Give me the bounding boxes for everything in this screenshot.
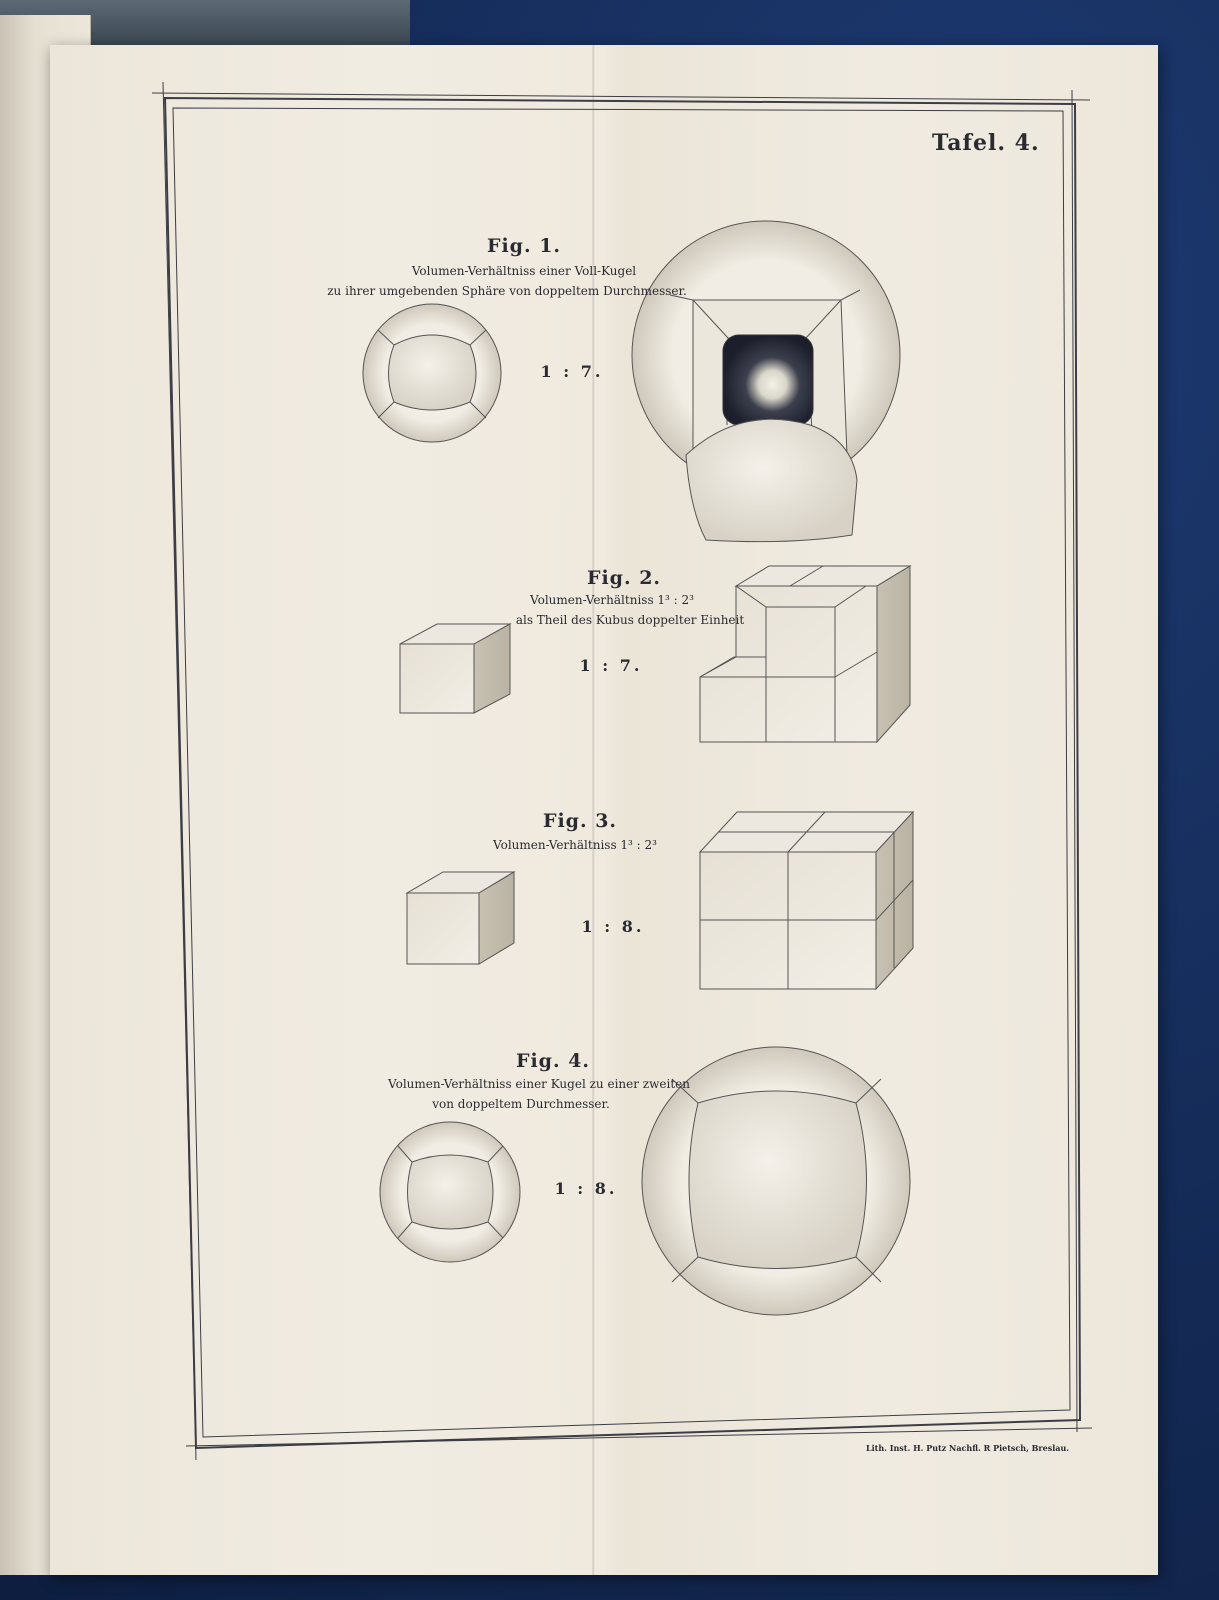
fold-out-plate: [50, 45, 1158, 1575]
fig4-small-sphere: [379, 1121, 521, 1263]
fig4-caption-line1: Volumen-Verhältniss einer Kugel zu einer…: [388, 1077, 690, 1091]
plate-frame: [151, 81, 1093, 1461]
plate-title: Tafel. 4.: [932, 130, 1040, 156]
plate-fold-crease: [592, 45, 595, 1575]
fig4-label: Fig. 4.: [515, 1050, 591, 1072]
fig1-caption-line1: Volumen-Verhältniss einer Voll-Kugel: [411, 264, 637, 278]
fig2-label: Fig. 2.: [586, 567, 662, 589]
fig1-small-sphere: [362, 303, 502, 443]
fig2-small-cube: [399, 623, 512, 714]
fig1-caption-line2: zu ihrer umgebenden Sphäre von doppeltem…: [327, 284, 687, 298]
fig4-large-sphere: [641, 1046, 911, 1316]
fig2-caption-line1: Volumen-Verhältniss 1³ : 2³: [530, 593, 694, 607]
fig1-ratio: 1 : 7.: [540, 362, 604, 381]
fig4-caption-line2: von doppeltem Durchmesser.: [432, 1097, 610, 1111]
fig2-ratio: 1 : 7.: [579, 656, 643, 675]
printer-imprint: Lith. Inst. H. Putz Nachfl. R Pietsch, B…: [866, 1443, 1070, 1453]
fig3-ratio: 1 : 8.: [581, 917, 645, 936]
fig3-large-cube: [698, 810, 915, 991]
fig3-label: Fig. 3.: [542, 810, 618, 832]
fig2-caption-line2: als Theil des Kubus doppelter Einheit: [515, 613, 745, 627]
fig1-label: Fig. 1.: [486, 235, 562, 257]
fig3-caption-line1: Volumen-Verhältniss 1³ : 2³: [493, 838, 657, 852]
fig3-small-cube: [405, 871, 516, 965]
fig1-large-sphere-cutaway: [631, 220, 901, 543]
fig2-large-cube: [699, 565, 912, 744]
fig4-ratio: 1 : 8.: [554, 1179, 618, 1198]
